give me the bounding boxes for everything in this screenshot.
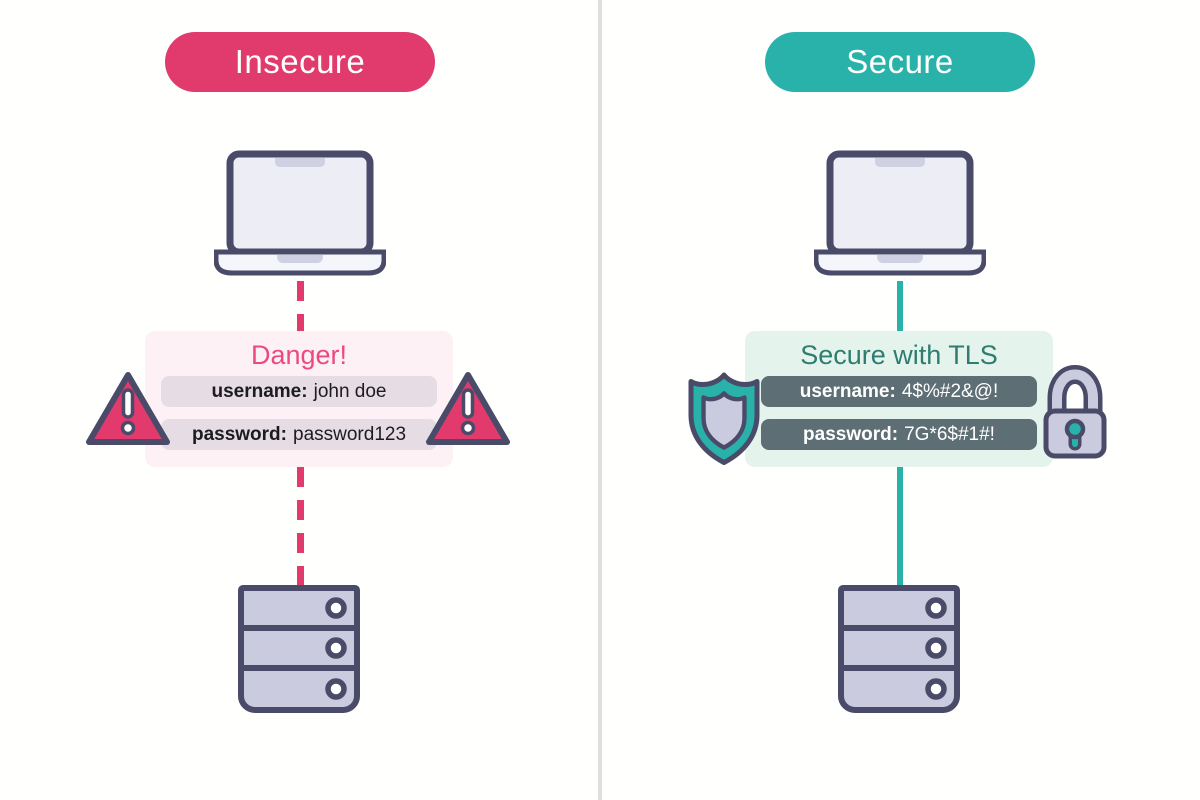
column-divider [598,0,602,800]
laptop-icon [813,150,987,281]
username-value: john doe [313,380,387,402]
password-value: password123 [293,423,407,445]
insecure-connection-line-bottom [297,467,304,585]
secure-panel: Secure with TLS username: 4$%#2&@! passw… [745,331,1053,467]
padlock-icon [1041,364,1109,466]
secure-badge: Secure [765,32,1035,92]
secure-username-row: username: 4$%#2&@! [761,376,1037,407]
secure-connection-line-top [897,281,903,331]
insecure-password-row: password: password123 [161,419,437,450]
username-label: username: [211,380,308,402]
insecure-badge: Insecure [165,32,435,92]
shield-icon [685,371,763,472]
password-label: password: [191,423,287,445]
password-label: password: [803,423,899,445]
username-value: 4$%#2&@! [901,380,999,402]
warning-icon [424,367,512,454]
warning-icon [84,367,172,454]
danger-panel: Danger! username: john doe password: pas… [145,331,453,467]
secure-password-row: password: 7G*6$#1#! [761,419,1037,450]
server-icon [837,584,961,719]
server-icon [237,584,361,719]
laptop-icon [213,150,387,281]
secure-connection-line-bottom [897,467,903,585]
password-value: 7G*6$#1#! [904,423,995,445]
username-label: username: [799,380,896,402]
insecure-badge-label: Insecure [234,43,366,80]
secure-panel-title: Secure with TLS [800,340,998,370]
danger-panel-title: Danger! [250,340,348,370]
insecure-connection-line-top [297,281,304,331]
secure-badge-label: Secure [846,43,954,80]
insecure-username-row: username: john doe [161,376,437,407]
